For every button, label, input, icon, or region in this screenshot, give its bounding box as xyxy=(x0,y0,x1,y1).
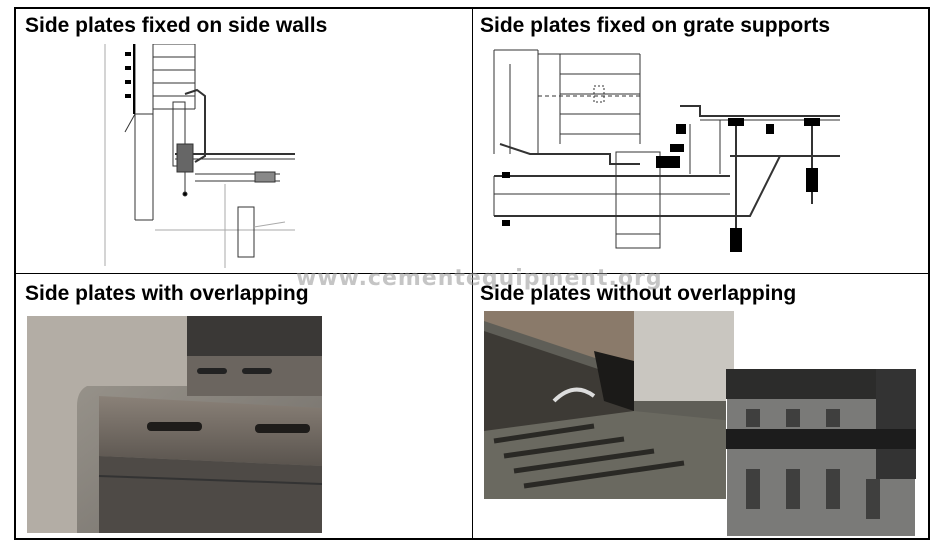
grid-divider-horizontal xyxy=(16,273,928,274)
figure-grid xyxy=(14,7,930,540)
photo-without-overlapping-1 xyxy=(484,311,734,499)
side-wall-drawing xyxy=(104,44,295,268)
grate-support-drawing xyxy=(493,49,840,252)
panel-title-grate-supports: Side plates fixed on grate supports xyxy=(480,14,831,37)
panel-title-with-overlapping: Side plates with overlapping xyxy=(25,282,309,305)
photo-with-overlapping xyxy=(27,316,322,533)
watermark-text: www.cementequipment.org xyxy=(296,266,663,291)
panel-title-side-walls: Side plates fixed on side walls xyxy=(25,14,328,37)
photo-without-overlapping-2 xyxy=(726,369,916,537)
panel-title-without-overlapping: Side plates without overlapping xyxy=(480,282,797,305)
